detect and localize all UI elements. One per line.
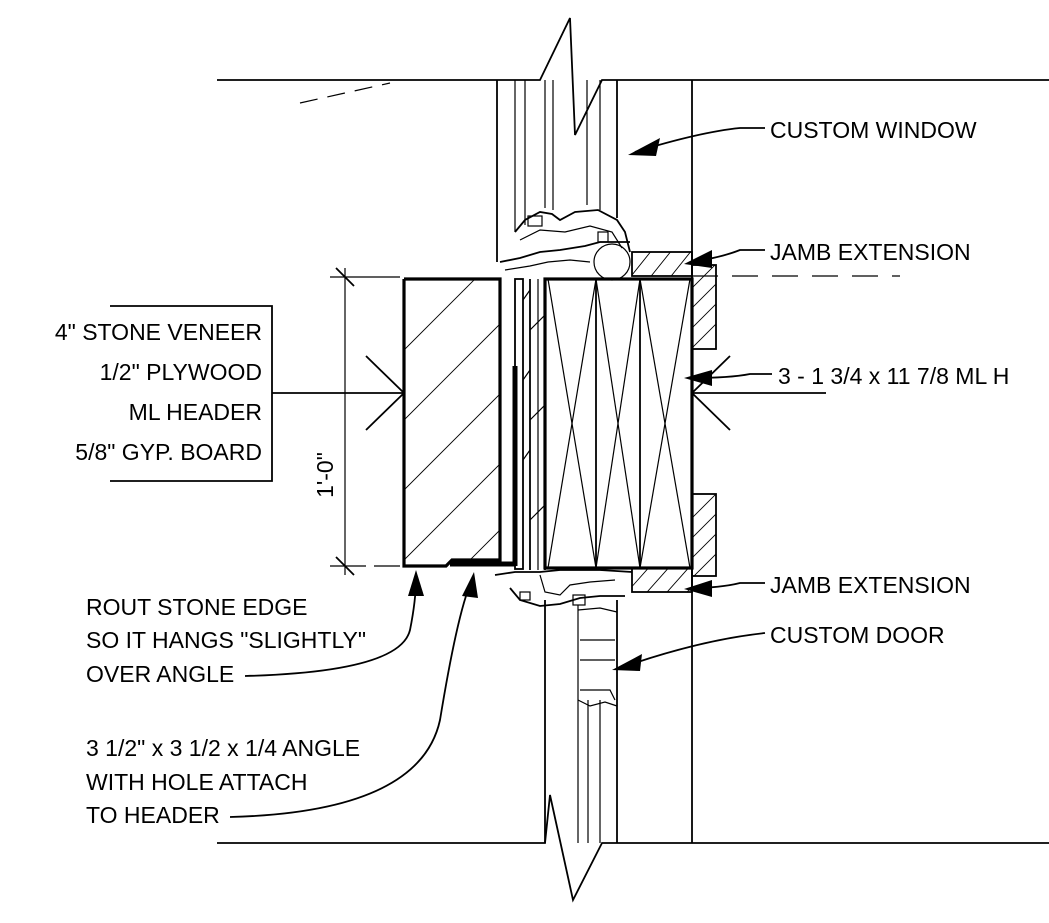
jamb-extension-bottom-leader: [684, 580, 765, 597]
custom-window-leader: [628, 127, 765, 156]
custom-window-label: CUSTOM WINDOW: [770, 117, 977, 143]
steel-angle: [450, 366, 518, 567]
rout-stone-note: ROUT STONE EDGE SO IT HANGS "SLIGHTLY" O…: [86, 594, 366, 687]
custom-door-label: CUSTOM DOOR: [770, 622, 945, 648]
plywood-layers: [514, 278, 546, 570]
angle-note-line2: WITH HOLE ATTACH: [86, 769, 308, 795]
rout-note-line1: ROUT STONE EDGE: [86, 594, 308, 620]
bottom-wall-break-line: [217, 794, 1049, 903]
layer-gyp-board: 5/8" GYP. BOARD: [75, 439, 262, 465]
rout-note-line2: SO IT HANGS "SLIGHTLY": [86, 627, 366, 653]
rout-note-leader: [244, 570, 424, 677]
angle-note-line3: TO HEADER: [86, 802, 220, 828]
jamb-extension-bottom-label: JAMB EXTENSION: [770, 572, 971, 598]
angle-note-line1: 3 1/2" x 3 1/2 x 1/4 ANGLE: [86, 735, 360, 761]
top-wall-break-line: [217, 17, 1049, 136]
window-frame: [496, 80, 631, 281]
angle-note: 3 1/2" x 3 1/2 x 1/4 ANGLE WITH HOLE ATT…: [86, 735, 360, 828]
header-spec-leader: [684, 370, 772, 386]
wall-layers-callout: 4" STONE VENEER 1/2" PLYWOOD ML HEADER 5…: [55, 305, 273, 482]
jamb-extension-bottom: [631, 567, 693, 593]
ml-header: [543, 277, 694, 570]
trim-block-bottom: [691, 493, 717, 577]
layer-ml-header: ML HEADER: [129, 399, 262, 425]
dimension-label: 1'-0": [312, 452, 338, 498]
stone-veneer: [402, 277, 502, 568]
section-cut-left: [272, 355, 405, 431]
door-frame: [494, 569, 633, 843]
layer-plywood: 1/2" PLYWOOD: [100, 359, 262, 385]
height-dimension: 1'-0": [312, 267, 400, 576]
jamb-extension-top-label: JAMB EXTENSION: [770, 239, 971, 265]
angle-note-leader: [229, 572, 478, 818]
jamb-extension-top-leader: [684, 249, 765, 268]
layer-stone-veneer: 4" STONE VENEER: [55, 319, 262, 345]
rout-note-line3: OVER ANGLE: [86, 661, 234, 687]
custom-door-leader: [612, 632, 766, 671]
header-spec-label: 3 - 1 3/4 x 11 7/8 ML H: [778, 363, 1009, 389]
